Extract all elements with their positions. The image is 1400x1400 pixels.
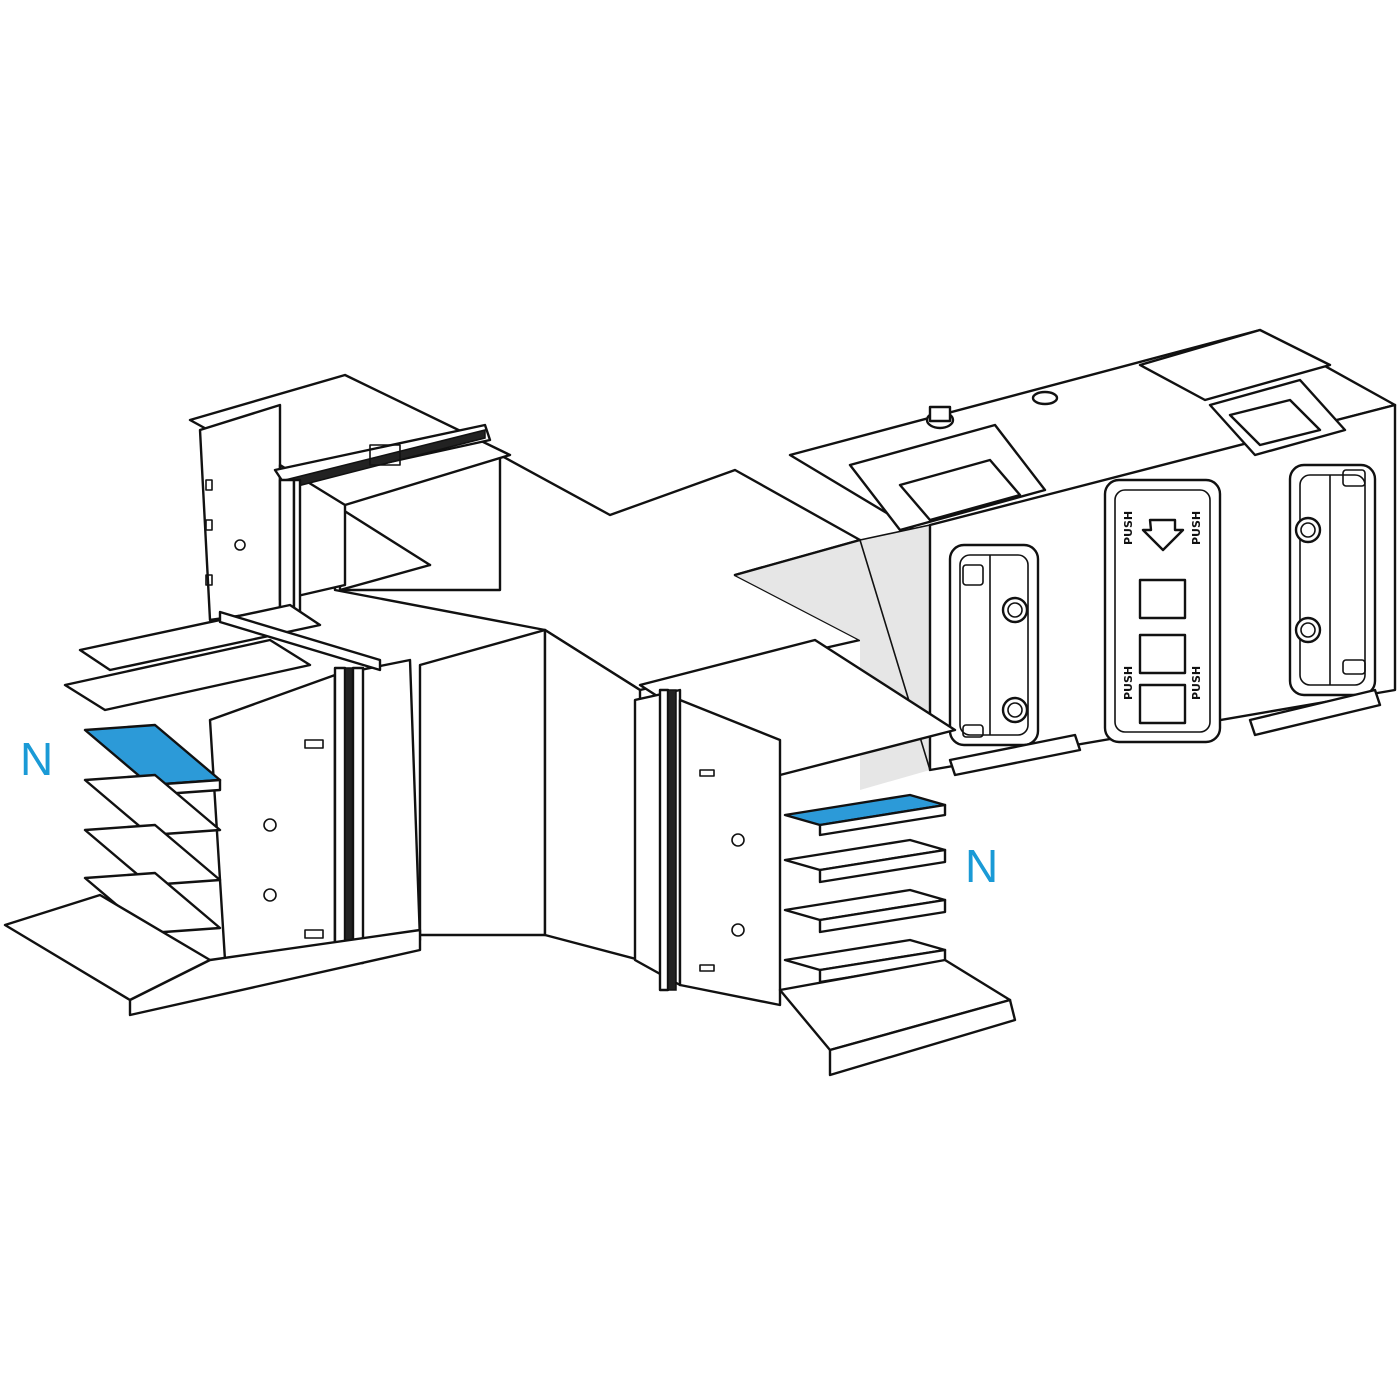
- neutral-label-left: N: [20, 733, 53, 785]
- right-connection-block: [633, 638, 1017, 1077]
- left-connection-block: [3, 603, 422, 1017]
- push-arrow-icon: [1141, 518, 1185, 552]
- tee-body: [328, 453, 862, 962]
- neutral-label-right: N: [965, 840, 998, 892]
- rear-connection-block: [188, 373, 512, 622]
- push-label-top-right: PUSH: [1190, 511, 1203, 545]
- push-label-top-left: PUSH: [1122, 511, 1135, 545]
- push-label-bottom-right: PUSH: [1190, 666, 1203, 700]
- push-label-bottom-left: PUSH: [1122, 666, 1135, 700]
